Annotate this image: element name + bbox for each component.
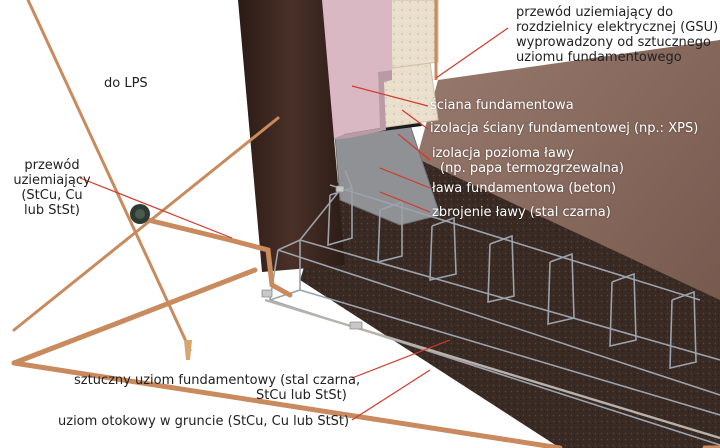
earth-conductor-label-line3: (StCu, Cu	[6, 188, 98, 203]
reinforcement-label: zbrojenie ławy (stal czarna)	[432, 205, 611, 220]
footing-label: ława fundamentowa (beton)	[432, 181, 616, 196]
earth-rod-tip	[184, 340, 192, 360]
gsu-label-line3: wyprowadzony od sztucznego	[516, 35, 711, 50]
lps-label: do LPS	[104, 76, 148, 91]
wall-insulation-label: izolacja ściany fundamentowej (np.: XPS)	[430, 121, 698, 136]
earth-conductor-label-line4: lub StSt)	[6, 203, 98, 218]
foundation-wall-label: ściana fundamentowa	[430, 98, 574, 113]
earth-conductor-label-line1: przewód	[6, 158, 98, 173]
horizontal-insulation-label-line2: (np. papa termozgrzewalna)	[440, 161, 624, 176]
upper-insulation-block	[390, 0, 438, 68]
gsu-label-line2: rozdzielnicy elektrycznej (GSU)	[516, 20, 718, 35]
ring-electrode-label: uziom otokowy w gruncie (StCu, Cu lub St…	[58, 414, 349, 429]
artificial-electrode-label-line2: StCu lub StSt)	[256, 388, 347, 403]
gsu-label-line4: uziomu fundamentowego	[516, 50, 682, 65]
horizontal-insulation-label-line1: izolacja pozioma ławy	[432, 146, 574, 161]
earth-conductor-label-line2: uziemiający	[6, 173, 98, 188]
gsu-label-line1: przewód uziemiający do	[516, 5, 673, 20]
cross-connector	[130, 204, 150, 224]
artificial-electrode-label-line1: sztuczny uziom fundamentowy (stal czarna…	[74, 373, 360, 388]
